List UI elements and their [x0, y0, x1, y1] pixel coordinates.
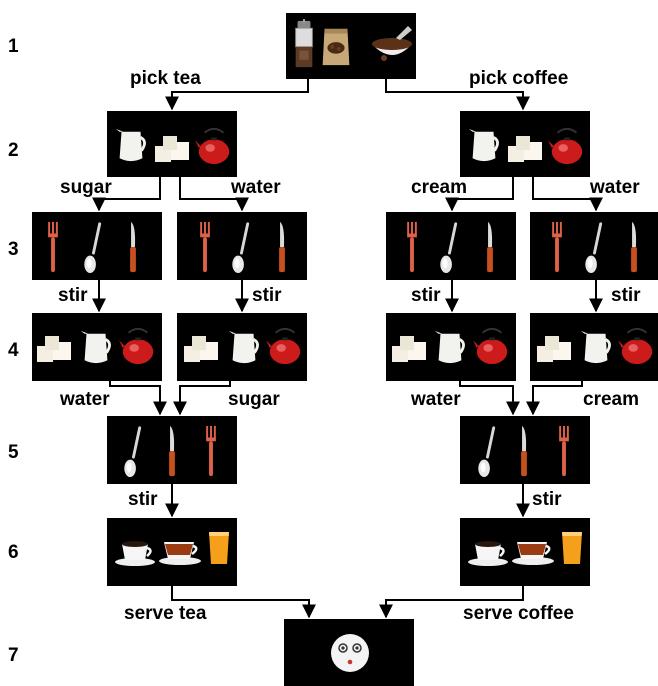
panel-tea-ingredients — [107, 111, 237, 177]
panel-drinks-tea — [107, 518, 237, 586]
label-sugar-1: sugar — [60, 177, 112, 198]
panel-utensils-3d — [530, 212, 658, 280]
label-serve-tea: serve tea — [124, 603, 207, 624]
connector-serve-tea — [171, 586, 316, 619]
label-pick-coffee: pick coffee — [469, 68, 568, 89]
label-serve-coffee: serve coffee — [463, 603, 574, 624]
label-water-3: water — [59, 389, 110, 410]
connectors — [92, 79, 603, 619]
panel-ingredients-4b — [177, 313, 307, 381]
panel-drinks-coffee — [460, 518, 590, 586]
step-number-4: 4 — [8, 340, 19, 361]
connector-water-tea — [109, 381, 167, 416]
label-stir-3: stir — [411, 285, 441, 306]
step-number-6: 6 — [8, 542, 19, 563]
connector-sugar-tea — [173, 381, 231, 416]
panel-utensils-5b — [460, 416, 590, 484]
label-water-2: water — [589, 177, 640, 198]
panel-ingredients-4c — [386, 313, 516, 381]
step-number-3: 3 — [8, 239, 19, 260]
step-number-2: 2 — [8, 140, 19, 161]
panel-coffee-ingredients — [460, 111, 590, 177]
step-number-5: 5 — [8, 442, 19, 463]
connector-tea-water — [179, 177, 249, 212]
connector-coffee-cream — [445, 177, 514, 212]
grinder-icon — [295, 19, 313, 68]
panel-utensils-3c — [386, 212, 516, 280]
label-cream-1: cream — [411, 177, 467, 198]
juice-glass-icon — [209, 532, 229, 564]
juice-glass-icon — [562, 532, 582, 564]
label-stir-2: stir — [252, 285, 282, 306]
connector-serve-coffee — [379, 586, 524, 619]
connector-tea-sugar — [92, 177, 161, 212]
step-number-1: 1 — [8, 36, 19, 57]
panel-ingredients-4d — [530, 313, 658, 381]
label-stir-5: stir — [128, 489, 158, 510]
panel-utensils-3a — [32, 212, 162, 280]
label-cream-2: cream — [583, 389, 639, 410]
label-stir-4: stir — [611, 285, 641, 306]
connector-pick-coffee — [385, 79, 530, 111]
panel-ingredients-4a — [32, 313, 162, 381]
panel-start — [286, 13, 416, 79]
label-water-4: water — [410, 389, 461, 410]
smiley-face-icon — [330, 633, 370, 673]
connector-pick-tea — [165, 79, 309, 111]
step-number-7: 7 — [8, 645, 19, 666]
coffee-bag-icon — [322, 28, 350, 66]
panel-utensils-3b — [177, 212, 307, 280]
label-water-1: water — [230, 177, 281, 198]
panel-utensils-5a — [107, 416, 237, 484]
label-pick-tea: pick tea — [130, 68, 201, 89]
label-sugar-2: sugar — [228, 389, 280, 410]
panel-end — [284, 619, 414, 686]
connector-coffee-water — [532, 177, 603, 212]
label-stir-1: stir — [58, 285, 88, 306]
connector-water-coffee — [459, 381, 520, 416]
label-stir-6: stir — [532, 489, 562, 510]
connector-cream-coffee — [526, 381, 583, 416]
